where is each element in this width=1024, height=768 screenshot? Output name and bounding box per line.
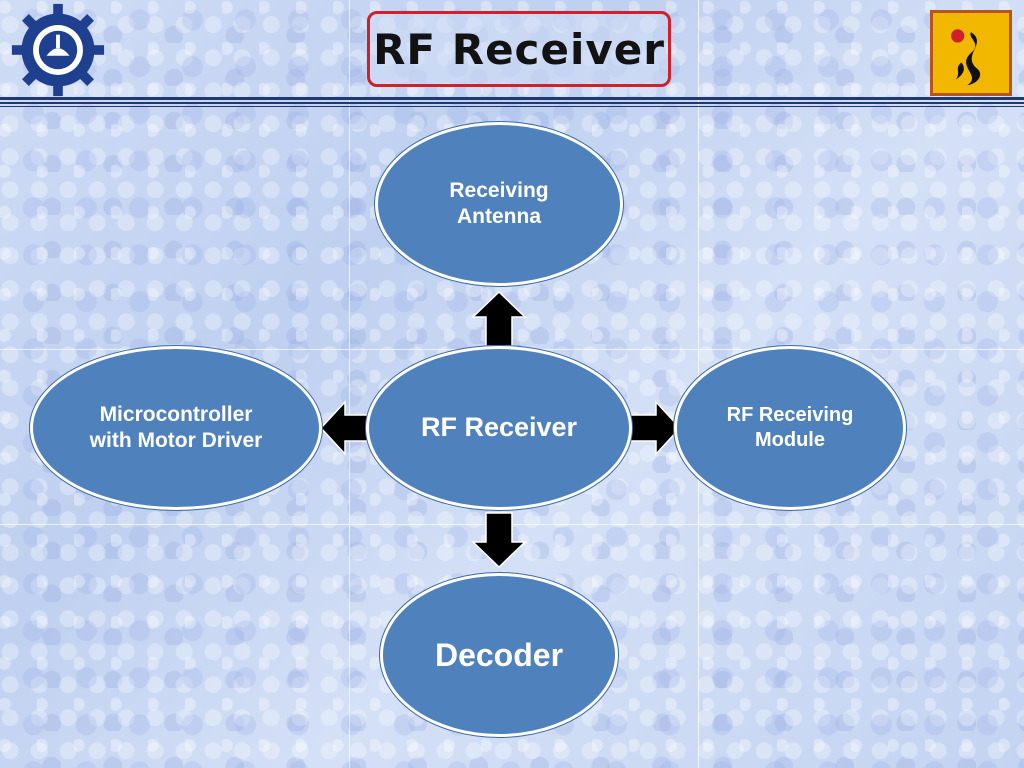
grid-line bbox=[349, 0, 350, 768]
arrow-up bbox=[471, 291, 527, 347]
csir-gear-logo-icon bbox=[10, 2, 106, 98]
node-rf-receiving-module: RF Receiving Module bbox=[674, 346, 906, 510]
header-divider bbox=[0, 102, 1024, 104]
slide-title-box: RF Receiver bbox=[367, 11, 671, 87]
node-microcontroller: Microcontroller with Motor Driver bbox=[30, 346, 322, 510]
node-decoder: Decoder bbox=[380, 573, 618, 737]
node-label: Decoder bbox=[434, 637, 564, 673]
arrow-right bbox=[629, 400, 681, 456]
arrow-down bbox=[471, 512, 527, 568]
node-rf-receiver: RF Receiver bbox=[366, 346, 632, 510]
header-divider bbox=[0, 97, 1024, 100]
header-divider bbox=[0, 106, 1024, 107]
institute-flame-logo-icon bbox=[930, 10, 1012, 96]
slide-title: RF Receiver bbox=[373, 24, 665, 74]
node-label: RF Receiver bbox=[420, 412, 578, 443]
node-label: RF Receiving Module bbox=[726, 404, 854, 451]
node-label: Microcontroller with Motor Driver bbox=[89, 402, 263, 452]
node-receiving-antenna: Receiving Antenna bbox=[375, 122, 623, 286]
node-label: Receiving Antenna bbox=[449, 178, 549, 228]
arrow-left bbox=[320, 400, 372, 456]
